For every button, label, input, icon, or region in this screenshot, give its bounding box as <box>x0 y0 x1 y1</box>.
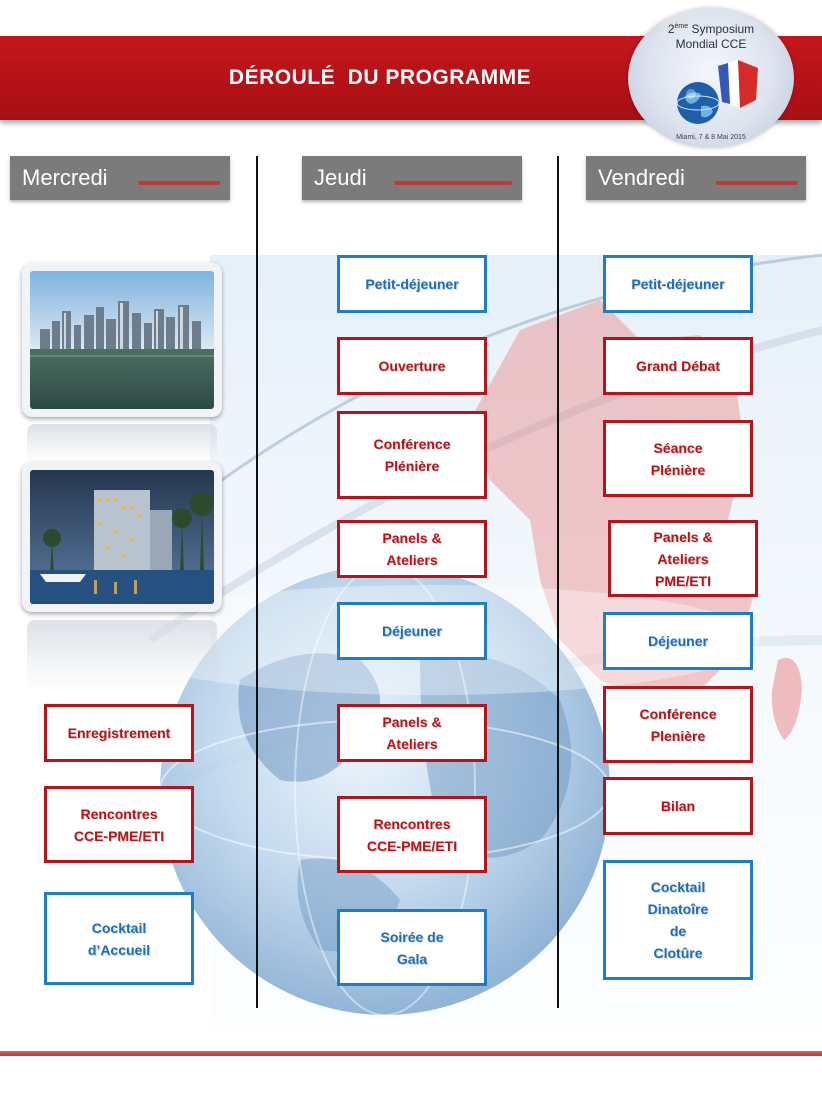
activity-box-grand-debat: Grand Débat <box>603 337 753 395</box>
photo-reflection <box>27 620 217 690</box>
footer-rule <box>0 1051 822 1056</box>
france-flag-icon <box>718 60 758 108</box>
activity-box-cocktail-cloture: Cocktail Dinatoîre de Clotûre <box>603 860 753 980</box>
hotel-image <box>30 470 214 604</box>
column-divider <box>256 156 258 1008</box>
activity-box-panels-ateliers: Panels & Ateliers <box>337 704 487 762</box>
activity-box-dejeuner: Déjeuner <box>603 612 753 670</box>
activity-box-seance-pleniere: Séance Plénière <box>603 420 753 497</box>
activity-box-petit-dejeuner: Petit-déjeuner <box>337 255 487 313</box>
globe-icon <box>676 82 720 124</box>
day-label: Jeudi <box>314 165 367 190</box>
day-label: Vendredi <box>598 165 685 190</box>
day-label: Mercredi <box>22 165 108 190</box>
day-accent-bar <box>138 181 220 185</box>
miami-hotel-photo <box>22 462 222 612</box>
activity-box-panels-ateliers-pme-eti: Panels & Ateliers PME/ETI <box>608 520 758 597</box>
symposium-logo: 2ème Symposium Mondial CCE Miami, 7 & 8 … <box>628 8 794 148</box>
activity-box-conference-pleniere: Conférence Plénière <box>337 411 487 499</box>
activity-box-bilan: Bilan <box>603 777 753 835</box>
activity-box-petit-dejeuner: Petit-déjeuner <box>603 255 753 313</box>
activity-box-cocktail-accueil: Cocktail d’Accueil <box>44 892 194 985</box>
background-france-map <box>470 300 752 700</box>
background-corsica <box>771 658 802 740</box>
miami-skyline-photo <box>22 263 222 417</box>
day-header-mercredi: Mercredi <box>10 156 230 200</box>
activity-box-soiree-gala: Soirée de Gala <box>337 909 487 986</box>
logo-title-line1: 2ème Symposium <box>667 22 755 36</box>
activity-box-dejeuner: Déjeuner <box>337 602 487 660</box>
activity-box-conference-pleniere: Conférence Plenière <box>603 686 753 763</box>
activity-box-enregistrement: Enregistrement <box>44 704 194 762</box>
day-accent-bar <box>716 181 798 185</box>
logo-date: Miami, 7 & 8 Mai 2015 <box>676 134 746 141</box>
activity-box-panels-ateliers: Panels & Ateliers <box>337 520 487 578</box>
activity-box-ouverture: Ouverture <box>337 337 487 395</box>
photo-reflection <box>27 424 217 462</box>
logo-title-line2: Mondial CCE <box>675 37 747 51</box>
day-header-vendredi: Vendredi <box>586 156 806 200</box>
column-divider <box>557 156 559 1008</box>
day-header-jeudi: Jeudi <box>302 156 522 200</box>
skyline-image <box>30 271 214 409</box>
day-accent-bar <box>394 181 512 185</box>
activity-box-rencontres: Rencontres CCE-PME/ETI <box>337 796 487 873</box>
activity-box-rencontres: Rencontres CCE-PME/ETI <box>44 786 194 863</box>
page-title: DÉROULÉ DU PROGRAMME <box>228 66 532 89</box>
